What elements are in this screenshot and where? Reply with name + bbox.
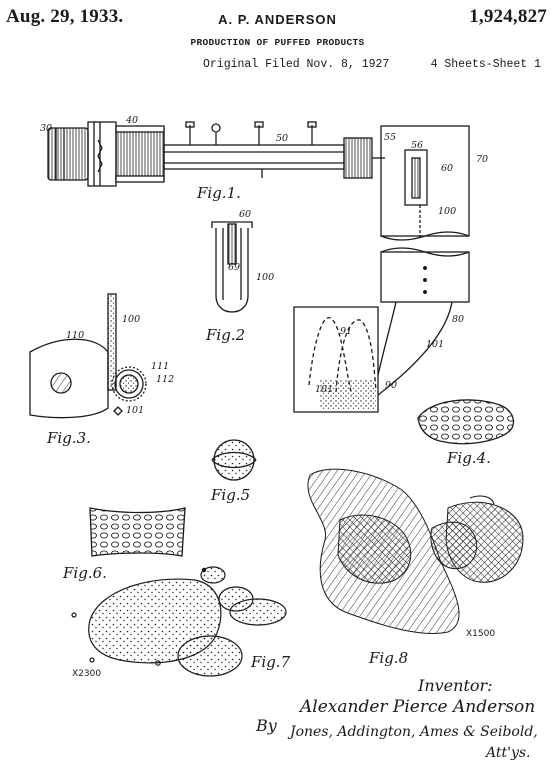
fig8-caption: Fig.8 (368, 649, 408, 667)
ref-70: 70 (476, 154, 488, 165)
ref-60a: 60 (441, 163, 453, 174)
ref-55: 55 (384, 132, 396, 143)
ref-100c: 100 (122, 314, 140, 325)
fig4-kernel (417, 399, 515, 445)
ref-80: 80 (452, 314, 464, 325)
fig2-caption: Fig.2 (205, 326, 245, 344)
patent-date: Aug. 29, 1933. (6, 6, 124, 27)
by-label: By (256, 716, 277, 735)
ref-40: 40 (125, 115, 138, 126)
ref-112: 112 (156, 374, 174, 385)
patent-number: 1,924,827 (469, 6, 547, 27)
attorneys-signature: Jones, Addington, Ames & Seibold, (290, 724, 538, 740)
ref-100a: 100 (438, 206, 456, 217)
ref-111: 111 (151, 361, 169, 372)
ref-56: 56 (411, 140, 423, 151)
ref-90: 90 (385, 380, 397, 391)
magnification-x1500: X1500 (466, 629, 495, 639)
ref-50: 50 (276, 133, 288, 144)
magnification-x2300: X2300 (72, 669, 101, 679)
sheet-count: 4 Sheets-Sheet 1 (430, 58, 541, 71)
ref-69: 69 (228, 262, 240, 273)
filing-date: Original Filed Nov. 8, 1927 (203, 58, 390, 71)
inventor-header-name: A. P. ANDERSON (218, 12, 337, 27)
attorneys-label: Att'ys. (486, 745, 531, 761)
ref-101a: 101 (126, 405, 144, 416)
fig8-micrograph (307, 468, 524, 635)
fig6-caption: Fig.6. (62, 564, 107, 582)
ref-30: 30 (40, 123, 52, 134)
fig2-nozzle (211, 221, 253, 313)
fig3-caption: Fig.3. (46, 429, 91, 447)
ref-110: 110 (66, 330, 84, 341)
inventor-signature: Alexander Pierce Anderson (300, 697, 536, 717)
fig3-rollers (29, 293, 147, 419)
fig6-slab (89, 507, 186, 557)
ref-101b: 101 (426, 339, 444, 350)
inventor-label: Inventor: (418, 676, 493, 695)
fig5-caption: Fig.5 (210, 486, 250, 504)
fig1-apparatus (47, 121, 470, 413)
fig1-caption: Fig.1. (196, 184, 241, 202)
fig4-caption: Fig.4. (446, 449, 491, 467)
fig7-granules (71, 566, 287, 677)
ref-60b: 60 (239, 209, 251, 220)
ref-100b: 100 (256, 272, 274, 283)
ref-91: 91 (340, 326, 352, 337)
ref-101c: 101 (315, 384, 333, 395)
fig5-section (211, 439, 257, 481)
patent-title: PRODUCTION OF PUFFED PRODUCTS (190, 37, 365, 48)
fig7-caption: Fig.7 (250, 653, 291, 671)
